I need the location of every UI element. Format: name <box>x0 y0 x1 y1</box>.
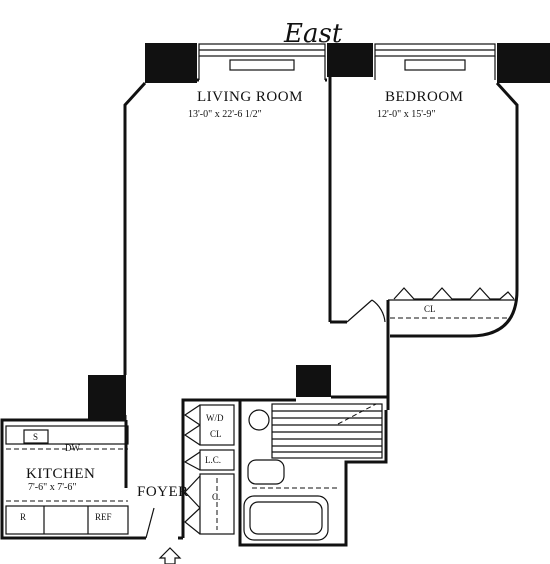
range-label: R <box>20 512 26 522</box>
bedroom-door <box>346 299 386 323</box>
kitchen-label: KITCHEN <box>26 466 95 482</box>
linen-closet-label: L.C. <box>205 455 221 465</box>
bathtub-inner <box>249 501 323 535</box>
bedroom-window <box>374 43 496 80</box>
wd-closet-doors <box>183 404 201 446</box>
wd-closet-label-2: CL <box>210 429 222 439</box>
toilet-icon <box>248 409 270 431</box>
sink-label: S <box>33 432 38 442</box>
coat-closet-doors <box>184 475 201 535</box>
bedroom-east-wall <box>495 81 519 290</box>
bedroom-label: BEDROOM <box>385 89 464 105</box>
bathtub-icon <box>243 495 329 541</box>
closet-doors <box>393 287 515 300</box>
coat-closet-label: C. <box>212 492 220 502</box>
living-room-label: LIVING ROOM <box>197 89 303 105</box>
closet-outer-wall <box>181 398 240 538</box>
bedroom-closet-label: CL <box>424 304 436 314</box>
sink-icon <box>23 429 49 444</box>
foyer-label: FOYER <box>137 484 189 500</box>
kitchen-top-counter <box>5 425 129 445</box>
linen-closet-door <box>183 451 201 471</box>
wd-closet-label: W/D <box>206 413 224 423</box>
living-room-dimensions: 13'-0" x 22'-6 1/2" <box>188 109 262 120</box>
entry-arrow-icon <box>158 547 182 564</box>
bath-stairs <box>271 403 383 459</box>
bedroom-dimensions: 12'-0" x 15'-9" <box>377 109 435 120</box>
bedroom-closet-curve <box>390 289 519 338</box>
coat-closet <box>199 473 235 535</box>
wd-closet <box>199 404 235 446</box>
kitchen-outer-wall <box>0 418 140 540</box>
wall-column <box>327 43 373 77</box>
living-room-west-wall <box>123 81 147 375</box>
bathroom-walls <box>238 400 388 547</box>
living-room-window <box>198 43 326 80</box>
linen-closet <box>199 449 235 471</box>
entry-door <box>145 507 155 539</box>
wall-column <box>296 365 331 397</box>
kitchen-dimensions: 7'-6" x 7'-6" <box>28 482 76 493</box>
dishwasher-label: DW <box>65 443 80 453</box>
wall-column <box>145 43 197 83</box>
bath-stair-lines <box>272 403 382 453</box>
refrigerator-label: REF <box>95 512 112 522</box>
kitchen-bottom-counter <box>5 505 129 535</box>
bath-sink-icon <box>247 459 285 485</box>
wall-column <box>497 43 550 83</box>
wall-column <box>88 375 126 420</box>
